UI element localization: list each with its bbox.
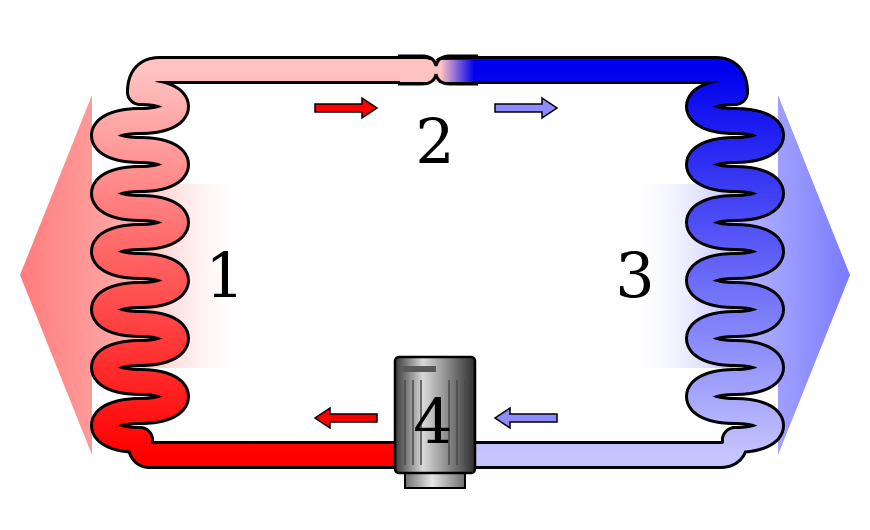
evaporator-coil-fill <box>688 81 782 451</box>
flow-arrow-cold-top <box>494 96 559 120</box>
label-condenser: 1 <box>205 239 244 312</box>
flow-arrow-hot-bottom <box>313 406 378 430</box>
compressor-body <box>393 355 477 475</box>
condenser-coil-fill <box>93 81 187 451</box>
flow-arrow-cold-bottom <box>493 406 558 430</box>
compressor <box>393 355 477 489</box>
label-expansion-valve: 2 <box>415 105 454 178</box>
pipe-fill <box>93 59 782 466</box>
label-compressor: 4 <box>413 385 452 458</box>
flow-arrows <box>313 96 559 430</box>
flow-arrow-hot-top <box>314 96 379 120</box>
label-evaporator: 3 <box>615 239 654 312</box>
expansion-valve <box>398 54 478 86</box>
